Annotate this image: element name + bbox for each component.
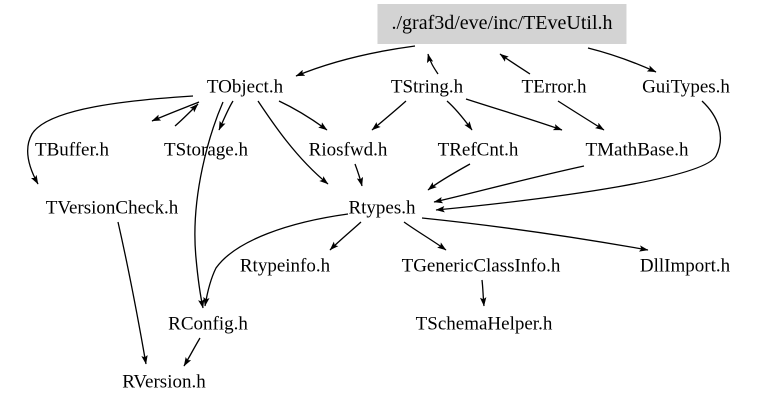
graph-node-rtypeinfo[interactable]: Rtypeinfo.h	[239, 255, 331, 277]
edge-tgenericclassinfo-tschemahelper	[479, 279, 487, 307]
graph-node-dllimport[interactable]: DllImport.h	[639, 255, 731, 277]
edge-tobject-tstorage	[218, 100, 234, 131]
graph-node-tschemahelper[interactable]: TSchemaHelper.h	[415, 313, 553, 335]
graph-node-rtypes[interactable]: Rtypes.h	[348, 197, 416, 219]
edge-tstring-riosfwd	[371, 100, 407, 131]
edge-tstring-tmathbase	[465, 98, 563, 131]
graph-node-tobject[interactable]: TObject.h	[206, 76, 284, 98]
graph-node-tstorage[interactable]: TStorage.h	[164, 139, 248, 161]
edge-teveutil-tstring	[426, 53, 439, 75]
edge-terror-tmathbase	[557, 100, 605, 131]
graph-node-rconfig[interactable]: RConfig.h	[168, 313, 248, 335]
edge-rtypes-rtypeinfo	[329, 221, 362, 251]
edge-tstring-trefcnt	[446, 100, 473, 131]
graph-node-teveutil[interactable]: ./graf3d/eve/inc/TEveUtil.h	[377, 4, 627, 44]
edge-tstorage-tobject	[174, 103, 199, 127]
graph-node-guitypes[interactable]: GuiTypes.h	[642, 76, 730, 98]
graph-node-tgenericclassinfo[interactable]: TGenericClassInfo.h	[401, 255, 561, 277]
edge-tobject-rconfig	[194, 101, 224, 309]
graph-node-trefcnt[interactable]: TRefCnt.h	[437, 139, 519, 161]
edge-tobject-riosfwd	[278, 100, 328, 131]
edge-teveutil-tobject	[295, 45, 416, 77]
edge-rconfig-rversion	[183, 337, 201, 367]
graph-node-tversioncheck[interactable]: TVersionCheck.h	[45, 197, 179, 219]
edge-trefcnt-rtypes	[427, 163, 471, 191]
edge-guitypes-rtypes	[435, 100, 722, 213]
edge-tobject-tversioncheck	[27, 95, 194, 185]
edge-riosfwd-rtypes	[354, 163, 364, 187]
graph-node-tmathbase[interactable]: TMathBase.h	[585, 139, 689, 161]
graph-node-terror[interactable]: TError.h	[521, 76, 587, 98]
edge-tobject-rtypes	[257, 100, 329, 185]
graph-node-riosfwd[interactable]: Riosfwd.h	[308, 139, 388, 161]
edge-teveutil-terror	[499, 53, 531, 75]
edge-rtypes-dllimport	[421, 217, 649, 252]
edge-teveutil-guitypes	[587, 47, 657, 73]
edge-tobject-tbuffer	[151, 101, 200, 122]
graph-node-rversion[interactable]: RVersion.h	[122, 371, 206, 393]
edge-tversioncheck-rversion	[117, 221, 148, 365]
graph-node-tbuffer[interactable]: TBuffer.h	[34, 139, 110, 161]
edge-rtypes-rconfig	[203, 213, 349, 307]
graph-node-tstring[interactable]: TString.h	[390, 76, 464, 98]
edge-tmathbase-rtypes	[433, 165, 585, 204]
edge-rtypes-tgenericclassinfo	[403, 221, 447, 251]
